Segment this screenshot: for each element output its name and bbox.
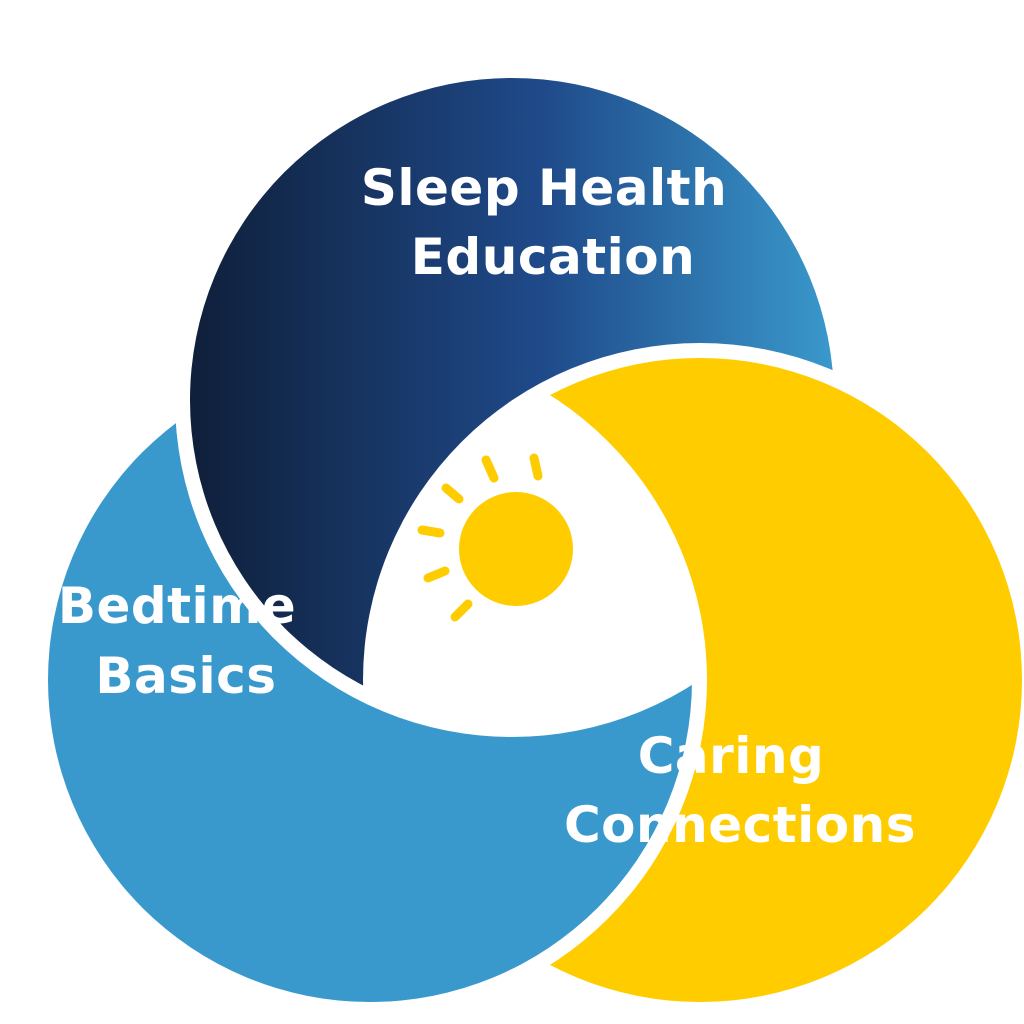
label-sleep-health-education: Sleep Health Education — [361, 159, 745, 286]
label-left-line-2: Basics — [95, 647, 276, 705]
sun-ray-1 — [529, 453, 543, 481]
sun-ray-2 — [481, 455, 499, 483]
sun-ray-4 — [417, 525, 445, 538]
label-right-line-2: Connections — [564, 796, 916, 854]
sun-and-moon-icon — [417, 453, 616, 666]
sun-ray-5 — [423, 566, 450, 583]
label-caring-connections: Caring Connections — [564, 727, 916, 854]
label-top-line-1: Sleep Health — [361, 159, 727, 217]
sun-ray-6 — [450, 599, 473, 622]
sun-rays — [417, 453, 543, 622]
label-left-line-1: Bedtime — [58, 577, 296, 635]
sun-ray-3 — [441, 483, 464, 504]
label-right-line-1: Caring — [638, 727, 825, 785]
label-top-line-2: Education — [411, 228, 695, 286]
label-bedtime-basics: Bedtime Basics — [58, 577, 314, 705]
sun-icon — [459, 492, 573, 606]
